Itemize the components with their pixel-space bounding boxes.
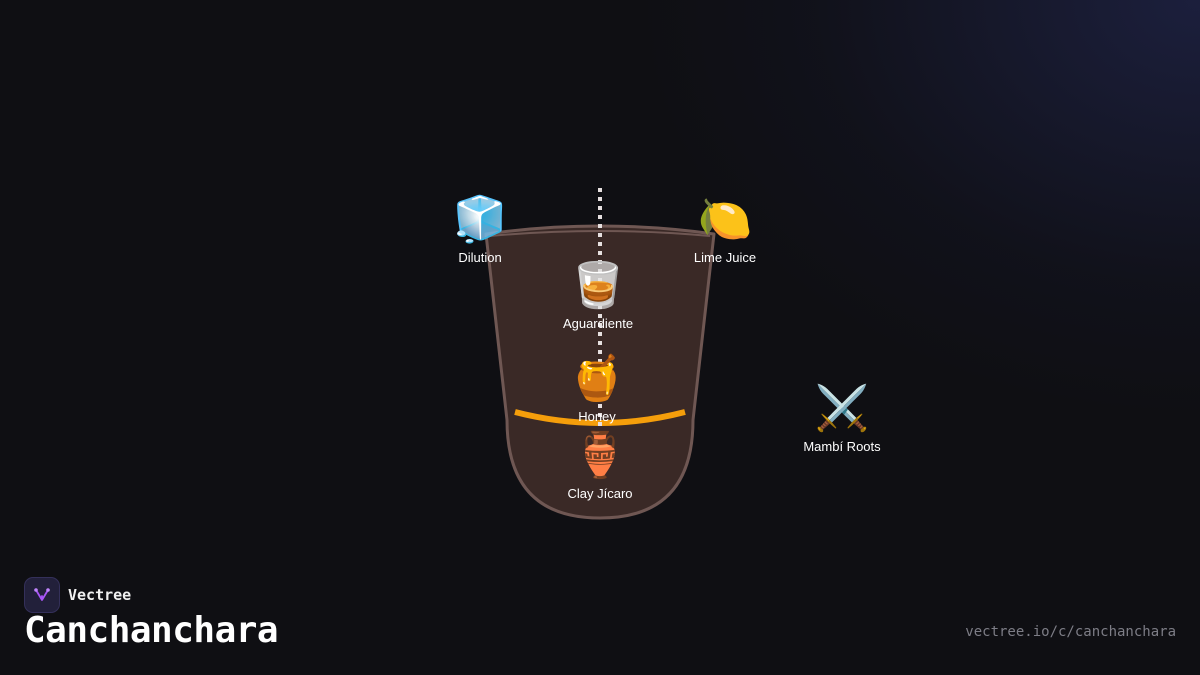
page-title: Canchanchara — [24, 610, 279, 651]
node-aguardiente: 🥃 Aguardiente — [563, 260, 633, 331]
node-honey: 🍯 Honey — [570, 353, 625, 424]
node-clay-jicaro: 🏺 Clay Jícaro — [567, 430, 632, 501]
node-dilution: 🧊 Dilution — [453, 194, 508, 265]
node-lime-juice: 🍋 Lime Juice — [694, 194, 756, 265]
source-url[interactable]: vectree.io/c/canchanchara — [965, 624, 1176, 640]
crossed-swords-icon: ⚔️ — [814, 383, 870, 434]
brand-name: Vectree — [68, 586, 132, 604]
tree-fork-icon — [24, 577, 60, 613]
node-label: Mambí Roots — [803, 439, 881, 454]
node-mambi-roots: ⚔️ Mambí Roots — [803, 383, 880, 454]
node-label: Dilution — [458, 250, 502, 265]
amphora-icon: 🏺 — [572, 430, 628, 481]
honey-pot-icon: 🍯 — [569, 353, 625, 404]
glass-rim-line — [489, 230, 711, 237]
lemon-icon: 🍋 — [697, 194, 753, 245]
node-label: Aguardiente — [562, 316, 634, 331]
tumbler-glass-icon: 🥃 — [570, 260, 626, 311]
brand: Vectree — [24, 577, 131, 613]
node-label: Honey — [578, 409, 616, 424]
node-label: Lime Juice — [693, 250, 757, 265]
ice-cube-icon: 🧊 — [452, 194, 508, 245]
node-label: Clay Jícaro — [567, 486, 633, 501]
